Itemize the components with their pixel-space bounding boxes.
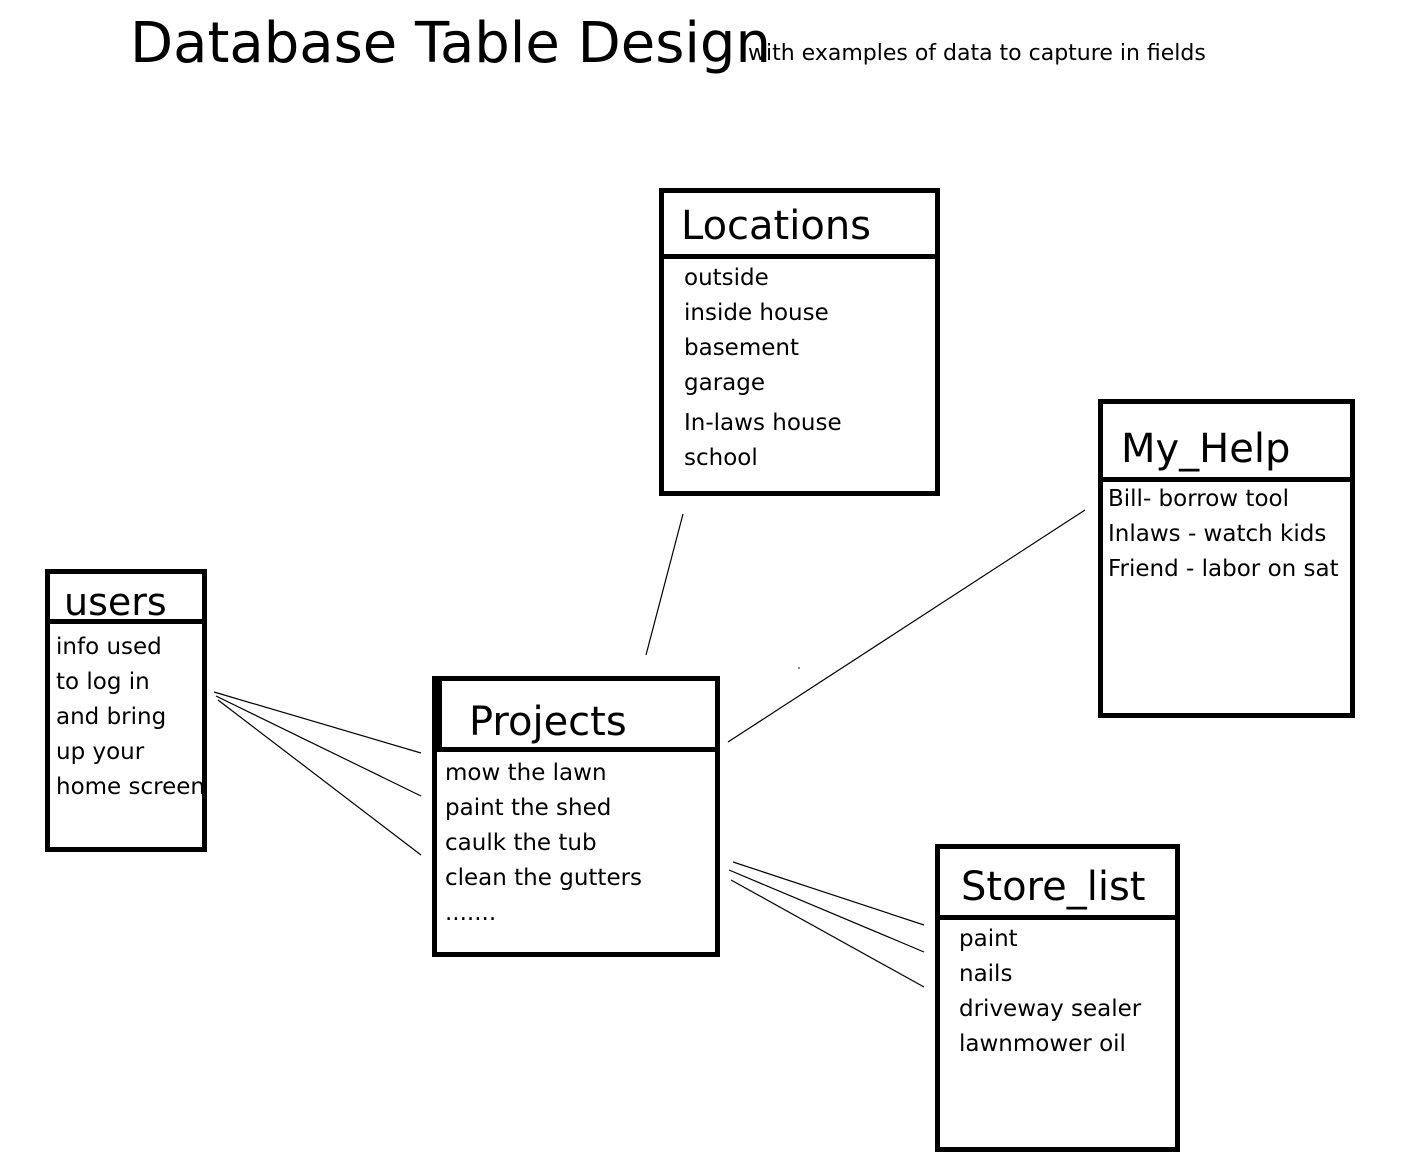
- table-store-list[interactable]: Store_list paint nails driveway sealer l…: [935, 844, 1180, 1152]
- field-item: info used: [56, 634, 162, 660]
- table-store-list-fields: paint nails driveway sealer lawnmower oi…: [940, 920, 1175, 1062]
- table-my-help-name: My_Help: [1103, 404, 1350, 482]
- field-item: In-laws house: [684, 410, 842, 436]
- connector-users-projects-2: [215, 695, 422, 797]
- table-my-help-fields: Bill- borrow tool Inlaws - watch kids Fr…: [1103, 482, 1350, 587]
- diagram-subtitle: with examples of data to capture in fiel…: [748, 41, 1206, 66]
- field-item: driveway sealer: [959, 996, 1142, 1022]
- field-item: and bring: [56, 704, 167, 730]
- table-my-help[interactable]: My_Help Bill- borrow tool Inlaws - watch…: [1098, 399, 1355, 718]
- field-item: Bill- borrow tool: [1108, 486, 1289, 512]
- field-item: paint the shed: [445, 795, 612, 821]
- table-projects-name: Projects: [437, 681, 715, 752]
- field-item: Inlaws - watch kids: [1108, 521, 1327, 547]
- field-item: home screen: [56, 774, 205, 800]
- table-users[interactable]: users info used to log in and bring up y…: [45, 569, 207, 852]
- table-store-list-name: Store_list: [940, 849, 1175, 920]
- connector-users-projects-3: [217, 699, 422, 856]
- field-item: garage: [684, 370, 765, 396]
- field-item: outside: [684, 265, 769, 291]
- field-item: nails: [959, 961, 1013, 987]
- table-users-name: users: [50, 574, 202, 624]
- field-item: caulk the tub: [445, 830, 597, 856]
- connector-projects-storelist-2: [728, 869, 925, 953]
- connector-projects-storelist-3: [730, 879, 925, 988]
- connector-projects-storelist-1: [732, 861, 925, 926]
- field-item: up your: [56, 739, 145, 765]
- field-item: mow the lawn: [445, 760, 607, 786]
- diagram-title: Database Table Design: [130, 11, 771, 76]
- field-item: to log in: [56, 669, 150, 695]
- field-item: clean the gutters: [445, 865, 643, 891]
- connector-projects-locations: [645, 513, 684, 656]
- connector-projects-myhelp: [727, 509, 1086, 743]
- stray-dot: [798, 667, 800, 669]
- field-item: school: [684, 445, 758, 471]
- connector-users-projects-1: [213, 691, 422, 754]
- table-projects[interactable]: Projects mow the lawn paint the shed cau…: [432, 676, 720, 957]
- field-item: Friend - labor on sat: [1108, 556, 1339, 582]
- field-item: .......: [445, 900, 497, 926]
- table-projects-fields: mow the lawn paint the shed caulk the tu…: [437, 752, 715, 931]
- field-item: inside house: [684, 300, 829, 326]
- table-locations-fields: outside inside house basement garage In-…: [664, 259, 935, 476]
- field-item: lawnmower oil: [959, 1031, 1126, 1057]
- table-users-fields: info used to log in and bring up your ho…: [50, 624, 205, 805]
- table-locations[interactable]: Locations outside inside house basement …: [659, 188, 940, 496]
- table-locations-name: Locations: [664, 193, 935, 259]
- field-item: basement: [684, 335, 799, 361]
- field-item: paint: [959, 926, 1018, 952]
